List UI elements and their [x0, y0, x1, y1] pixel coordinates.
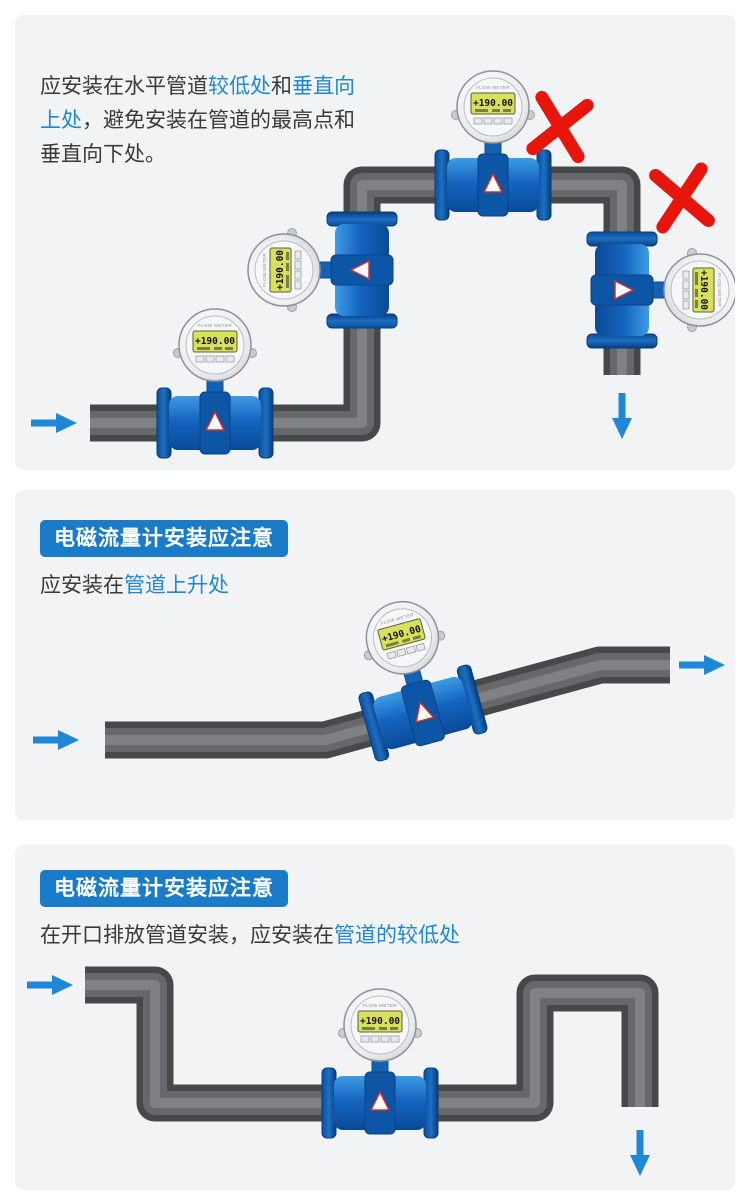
pipe-diagram-rising — [33, 586, 725, 763]
note-text: ，避免安装在管道的最高点和垂直向下处。 — [40, 109, 355, 166]
note-text: 和 — [271, 75, 292, 98]
note-text: 在开口排放管道安装，应安装在 — [40, 924, 334, 947]
notice-badge: 电磁流量计安装应注意 — [40, 870, 288, 907]
red-x-icon — [656, 169, 709, 227]
flowmeter-correct-vertical-up — [247, 211, 398, 329]
flow-out-arrow-icon — [630, 1130, 650, 1176]
pipe-highlight — [85, 980, 645, 1108]
flow-out-arrow-icon — [612, 393, 632, 439]
note-text: 应安装在水平管道 — [40, 75, 208, 98]
pipe-diagram-low-point — [27, 966, 659, 1176]
flow-in-arrow-icon — [31, 413, 77, 433]
note-text: 应安装在 — [40, 574, 124, 597]
notice-badge: 电磁流量计安装应注意 — [40, 520, 288, 557]
installation-note: 应安装在水平管道较低处和垂直向上处，避免安装在管道的最高点和垂直向下处。 — [40, 70, 370, 172]
note-text-highlight: 管道上升处 — [124, 574, 229, 597]
pipe-diagram-positions — [31, 70, 735, 459]
note-text-highlight: 管道的较低处 — [334, 924, 460, 947]
flowmeter-correct-horizontal-low — [156, 308, 274, 459]
panel-installation-positions: 应安装在水平管道较低处和垂直向上处，避免安装在管道的最高点和垂直向下处。 — [15, 15, 735, 470]
flow-out-arrow-icon — [679, 655, 725, 675]
panel-rising-pipe: 电磁流量计安装应注意 应安装在管道上升处 — [15, 490, 735, 820]
red-x-icon — [533, 97, 587, 156]
installation-note: 应安装在管道上升处 — [40, 569, 710, 603]
flow-in-arrow-icon — [33, 730, 79, 750]
flow-in-arrow-icon — [27, 975, 73, 995]
flowmeter-at-low-point — [321, 988, 439, 1139]
panel-open-discharge: 电磁流量计安装应注意 在开口排放管道安装，应安装在管道的较低处 — [15, 845, 735, 1190]
flowmeter-wrong-vertical-down — [586, 231, 735, 349]
note-text-highlight: 垂直向上处 — [40, 75, 355, 132]
note-text-highlight: 较低处 — [208, 75, 271, 98]
installation-note: 在开口排放管道安装，应安装在管道的较低处 — [40, 919, 710, 953]
